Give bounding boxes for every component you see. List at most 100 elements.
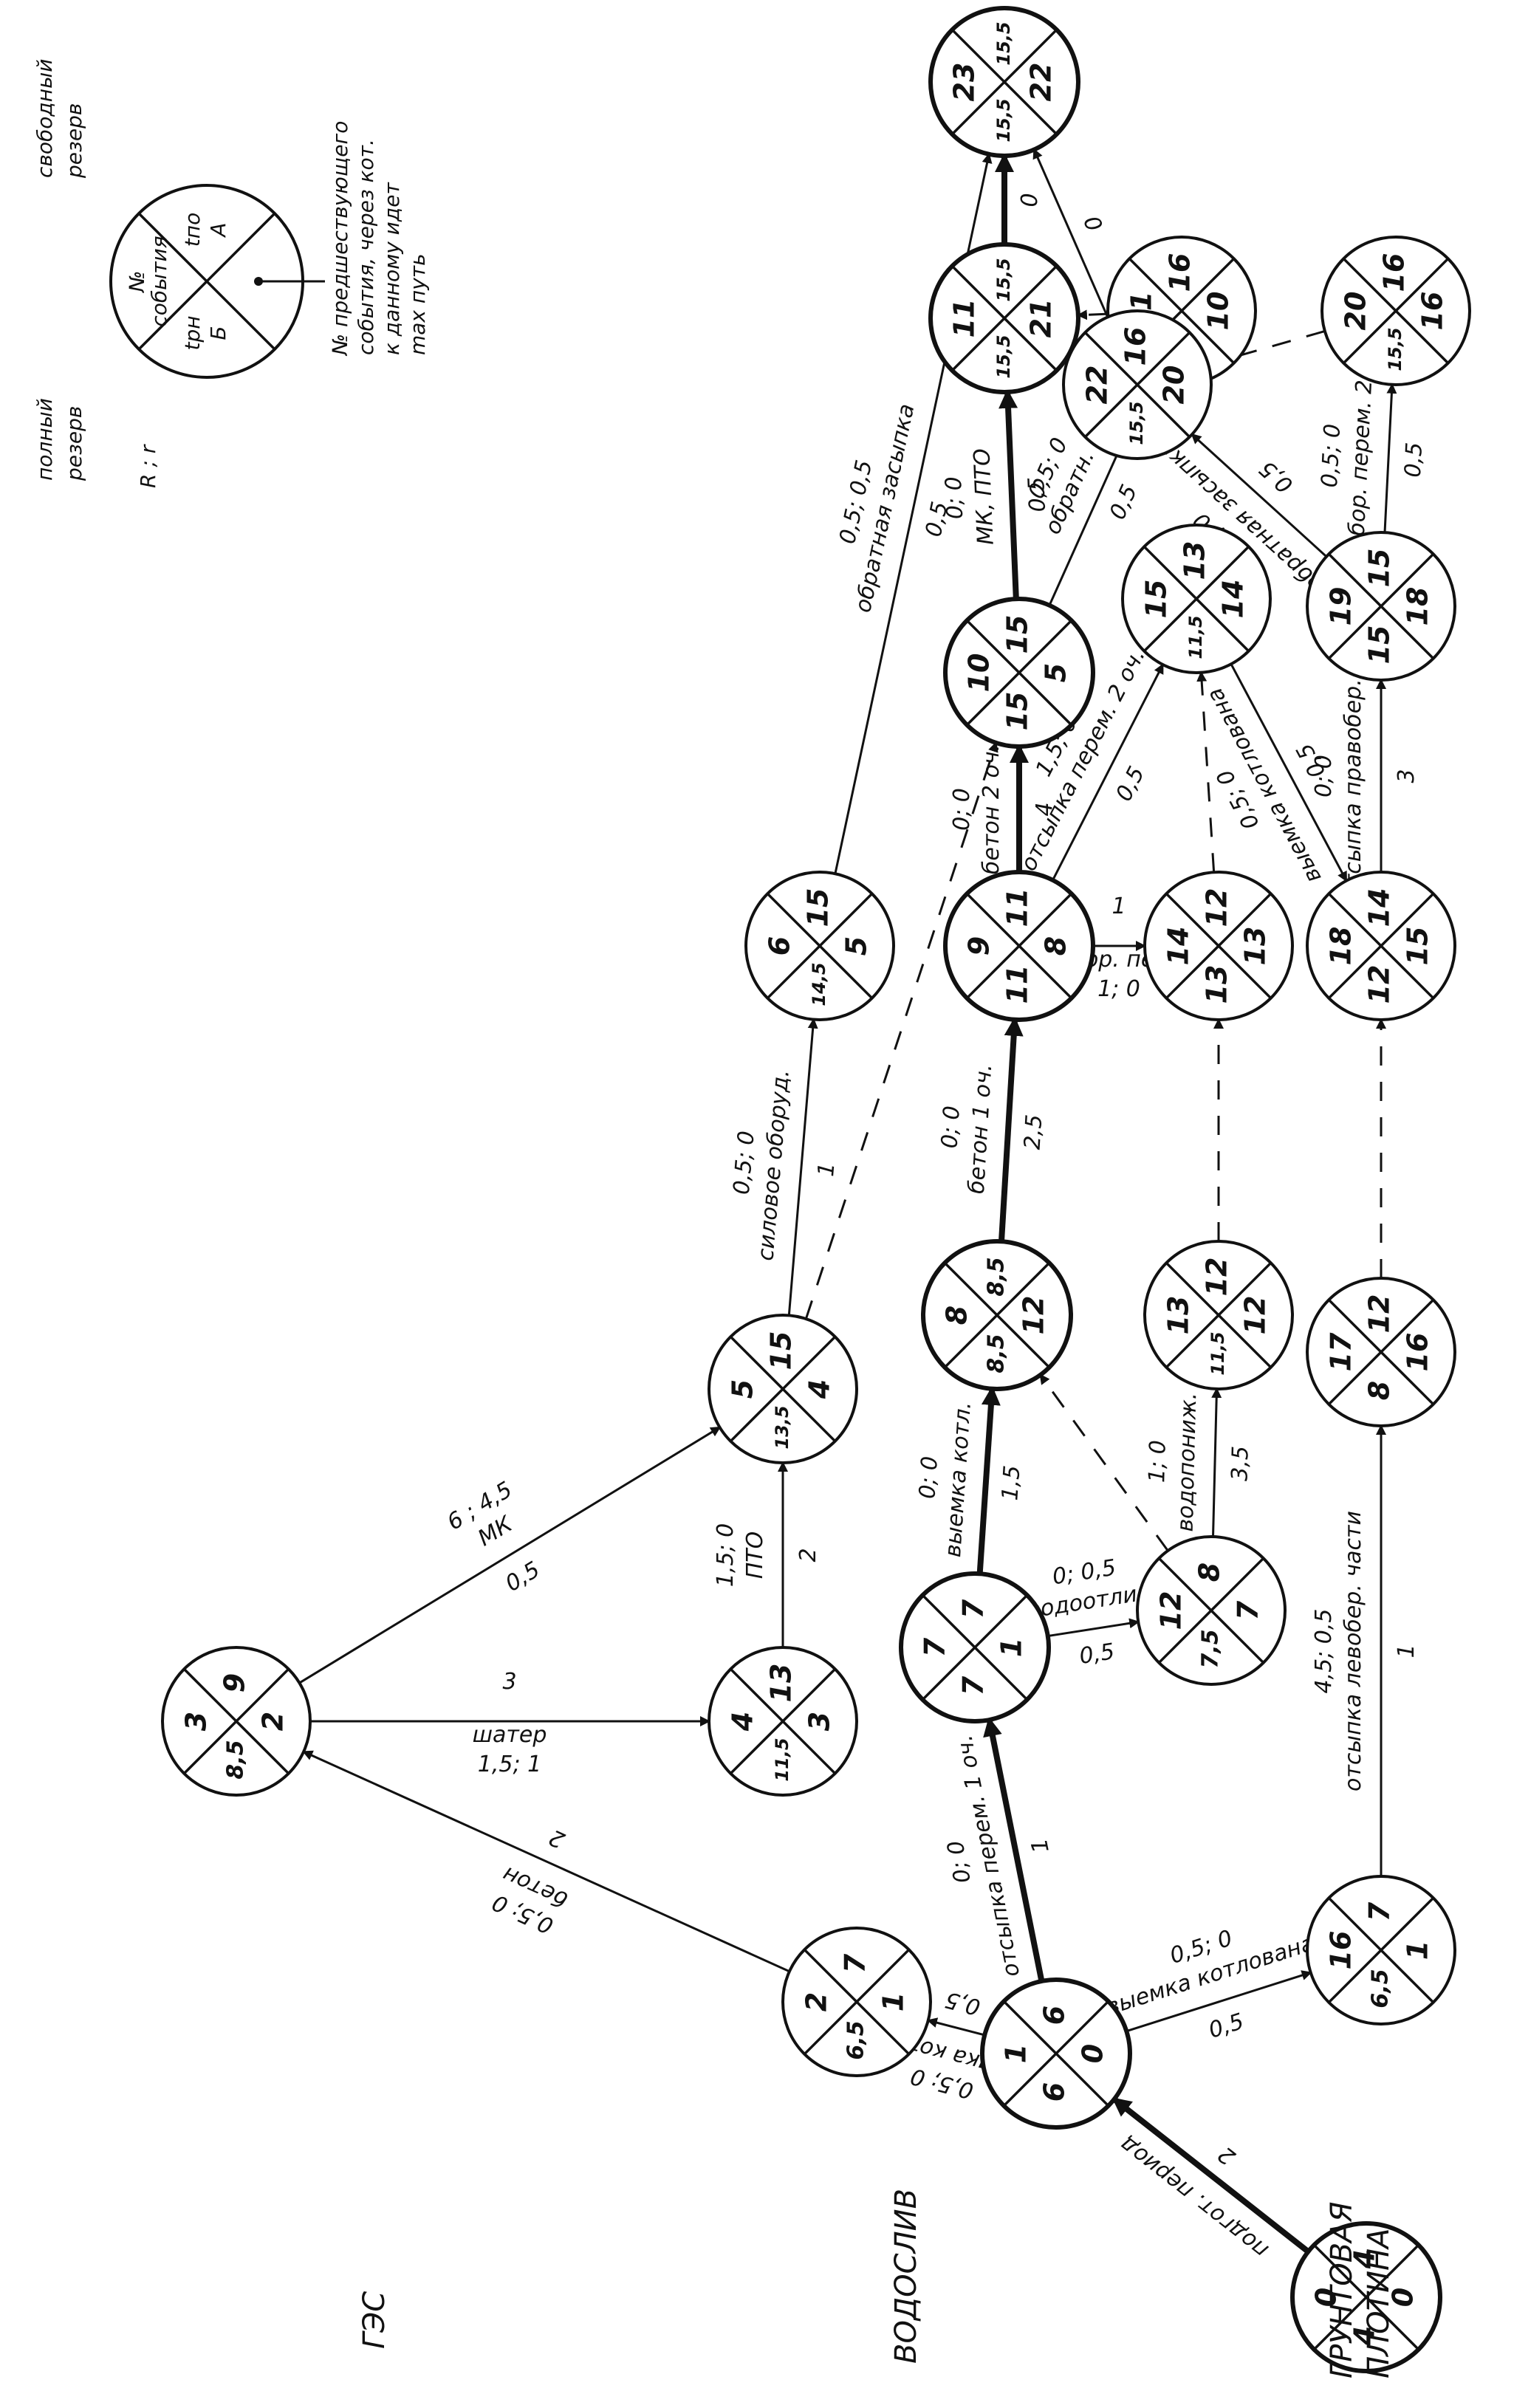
edge-reserve-label: 0,5; 0 bbox=[729, 1130, 760, 1196]
node-predecessor: 0 bbox=[1077, 2044, 1109, 2063]
node-trn: 6 bbox=[1038, 2082, 1071, 2102]
node-tpo: 15,5 bbox=[993, 21, 1014, 65]
node-number: 20 bbox=[1340, 292, 1372, 331]
legend-cell-tpo: tпо bbox=[180, 213, 205, 247]
node-tpo: 16 bbox=[1378, 253, 1411, 292]
section-ges: ГЭС bbox=[357, 2291, 391, 2349]
node-trn: 11,5 bbox=[772, 1738, 792, 1781]
edge-duration-label: 0,5 bbox=[1205, 2009, 1247, 2044]
node-number: 15 bbox=[1140, 580, 1173, 619]
node-trn: 11,5 bbox=[1208, 1331, 1228, 1375]
edge-reserve-label: 1; 0 bbox=[1097, 976, 1140, 1002]
edge-reserve-label: 0,5; 0 bbox=[1317, 423, 1346, 488]
legend-node: № события tпо А tрн Б bbox=[109, 184, 325, 379]
node-trn: 15 bbox=[1363, 625, 1396, 665]
edge-name-label: ПТО bbox=[742, 1531, 768, 1579]
edge-line bbox=[1383, 383, 1397, 533]
edge-line bbox=[1191, 433, 1328, 558]
node-trn: 7 bbox=[957, 1675, 990, 1695]
node-number: 11 bbox=[948, 299, 981, 338]
node-trn: 6,5 bbox=[843, 2020, 869, 2059]
edge-line bbox=[1039, 1373, 1169, 1551]
node-number: 9 bbox=[963, 936, 996, 956]
edge-line bbox=[1047, 1618, 1140, 1638]
node-trn: 8,5 bbox=[984, 1334, 1010, 1373]
legend-cell-num-2: события bbox=[147, 236, 171, 326]
legend-free-reserve-2: резерв bbox=[62, 103, 86, 179]
node-predecessor: 5 bbox=[840, 936, 873, 956]
node-number: 5 bbox=[727, 1379, 759, 1399]
edge-duration-label: 0 bbox=[1017, 193, 1043, 207]
node-tpo: 15 bbox=[1001, 615, 1034, 654]
node-number: 12 bbox=[1155, 1591, 1188, 1630]
node-number: 22 bbox=[1081, 366, 1114, 405]
node-trn: 15,5 bbox=[993, 335, 1014, 378]
node-tpo: 16 bbox=[1120, 327, 1152, 366]
node-tpo: 12 bbox=[1363, 1294, 1396, 1334]
node-tpo: 13 bbox=[1179, 541, 1211, 580]
edge-name-label: бетон 2 оч. bbox=[979, 744, 1004, 874]
node-trn: 7,5 bbox=[1198, 1629, 1224, 1668]
edge-e5_10 bbox=[804, 741, 999, 1320]
legend-pred-3: к данному идет bbox=[380, 182, 404, 355]
event-node-2: 276,51 bbox=[781, 1927, 932, 2077]
edge-name-label: выемка котл. bbox=[940, 1401, 976, 1558]
node-number: 19 bbox=[1325, 587, 1357, 626]
edge-reserve-label: 1,5; 0 bbox=[713, 1523, 739, 1587]
node-tpo: 6 bbox=[1038, 2006, 1071, 2025]
node-number: 23 bbox=[948, 63, 981, 102]
edge-name-label: МК, ПТО bbox=[969, 448, 999, 546]
edge-duration-label: 0,5 bbox=[1024, 476, 1051, 512]
edge-name-label: водопониж. bbox=[1173, 1392, 1202, 1532]
edge-duration-label: 1 bbox=[1027, 1836, 1055, 1855]
node-predecessor: 3 bbox=[804, 1712, 836, 1731]
node-number: 14 bbox=[1162, 927, 1195, 966]
edge-line bbox=[1111, 2096, 1310, 2254]
edge-reserve-label: 0; 0 bbox=[942, 1838, 976, 1885]
node-predecessor: 0 bbox=[1387, 2288, 1419, 2307]
node-predecessor: 5 bbox=[1040, 663, 1072, 682]
edge-duration-label: 0,5 bbox=[1078, 1639, 1117, 1670]
edge-duration-label: 0 bbox=[1080, 211, 1109, 235]
node-number: 1 bbox=[1000, 2044, 1032, 2063]
edge-duration-label: 0,5 bbox=[942, 1986, 983, 2020]
node-predecessor: 12 bbox=[1239, 1296, 1272, 1335]
node-number: 0 bbox=[1310, 2288, 1343, 2307]
edge-line bbox=[1052, 663, 1164, 881]
legend-pred-1: № предшествующего bbox=[328, 121, 352, 357]
section-vodosliv: ВОДОСЛИВ bbox=[889, 2189, 923, 2364]
edge-duration-label: 4 bbox=[1032, 802, 1058, 816]
edge-line bbox=[983, 1717, 1045, 1982]
legend: полный резерв R ; r свободный резерв № с… bbox=[32, 59, 430, 488]
edge-e12_8 bbox=[1039, 1373, 1169, 1551]
edge-e21_11 bbox=[1076, 309, 1109, 320]
node-predecessor: 1 bbox=[1402, 1941, 1434, 1960]
node-number: 2 bbox=[801, 1992, 833, 2011]
node-tpo: 15 bbox=[765, 1331, 798, 1371]
node-tpo: 15 bbox=[1363, 549, 1396, 588]
node-predecessor: 1 bbox=[877, 1992, 910, 2011]
edge-line bbox=[298, 1426, 722, 1684]
edge-reserve-label: 0; 0 bbox=[914, 1455, 943, 1500]
edge-duration-label: 2 bbox=[795, 1548, 821, 1562]
edge-reserve-label: 0; 0 bbox=[949, 788, 975, 831]
edge-duration-label: 2 bbox=[545, 1824, 569, 1853]
event-node-8: 88,58,512 bbox=[921, 1239, 1073, 1391]
node-trn: 12 bbox=[1363, 965, 1396, 1004]
node-number: 17 bbox=[1325, 1332, 1357, 1371]
legend-cell-trn-b: Б bbox=[206, 326, 230, 340]
